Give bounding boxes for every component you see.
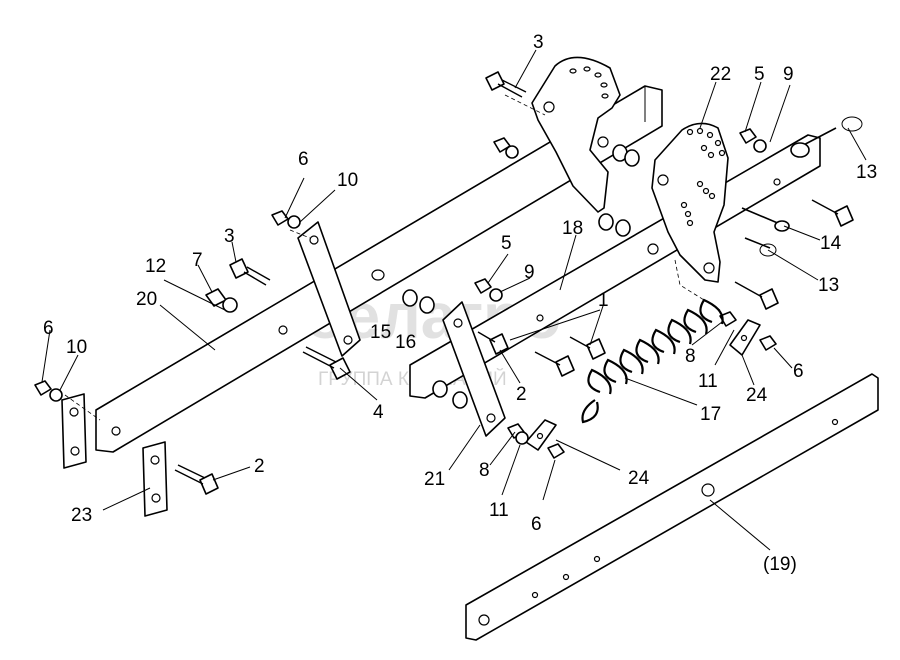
callout-24: 24 <box>628 468 650 489</box>
callout-21: 21 <box>424 469 445 490</box>
callout-1: 1 <box>598 290 609 311</box>
bolt-2-mid <box>534 351 575 377</box>
callout-19: (19) <box>763 554 797 575</box>
callout-7: 7 <box>192 250 203 271</box>
callout-9: 9 <box>783 64 794 85</box>
callout-10: 10 <box>66 337 87 358</box>
callout-16: 16 <box>395 332 416 353</box>
callouts: 1 2 2 3 3 4 5 5 6 6 6 6 7 8 8 9 9 10 10 … <box>43 32 877 575</box>
callout-11: 11 <box>698 371 718 392</box>
callout-6: 6 <box>793 361 804 382</box>
clip-24-upper <box>729 319 761 356</box>
bottom-bar-19 <box>465 373 879 641</box>
link-plate-23 <box>142 441 168 517</box>
pins <box>741 116 863 257</box>
callout-5: 5 <box>754 64 765 85</box>
plate-21 <box>442 301 506 437</box>
callout-8: 8 <box>479 460 490 481</box>
plate-left-vertical <box>297 221 361 357</box>
bolt-3-left <box>229 258 271 286</box>
callout-23: 23 <box>71 505 92 526</box>
nuts-washers <box>34 128 777 459</box>
callout-9: 9 <box>524 262 535 283</box>
callout-13: 13 <box>856 162 877 183</box>
callout-12: 12 <box>145 256 166 277</box>
callout-10: 10 <box>337 170 358 191</box>
callout-8: 8 <box>685 346 696 367</box>
bolt-2-bottom <box>174 464 219 495</box>
callout-17: 17 <box>700 404 721 425</box>
callout-13: 13 <box>818 275 839 296</box>
bolt-3-top <box>485 71 527 98</box>
callout-22: 22 <box>710 64 731 85</box>
bracket-plate-upper <box>531 56 621 213</box>
callout-18: 18 <box>562 218 583 239</box>
leader-lines <box>41 49 867 551</box>
callout-2: 2 <box>516 384 527 405</box>
callout-2: 2 <box>254 456 265 477</box>
spring-17 <box>581 298 724 424</box>
link-plate-10 <box>61 393 87 469</box>
clip-24-lower <box>525 419 557 451</box>
callout-24: 24 <box>746 385 768 406</box>
callout-6: 6 <box>531 514 542 535</box>
bolt-right-13 <box>734 281 779 310</box>
callout-15: 15 <box>370 322 391 343</box>
bushings <box>402 144 640 409</box>
callout-4: 4 <box>373 402 384 423</box>
callout-6: 6 <box>298 149 309 170</box>
bolt-right-1 <box>569 336 606 360</box>
bolt-right-14 <box>811 199 854 227</box>
bracket-plate-22 <box>651 122 729 283</box>
callout-3: 3 <box>533 32 544 53</box>
callout-5: 5 <box>501 233 512 254</box>
bolts <box>174 71 854 495</box>
callout-20: 20 <box>136 289 157 310</box>
bolt-2-center <box>477 331 509 355</box>
callout-6: 6 <box>43 318 54 339</box>
callout-3: 3 <box>224 226 235 247</box>
callout-14: 14 <box>820 233 842 254</box>
callout-11: 11 <box>489 500 509 521</box>
assembly-lines <box>64 94 721 421</box>
